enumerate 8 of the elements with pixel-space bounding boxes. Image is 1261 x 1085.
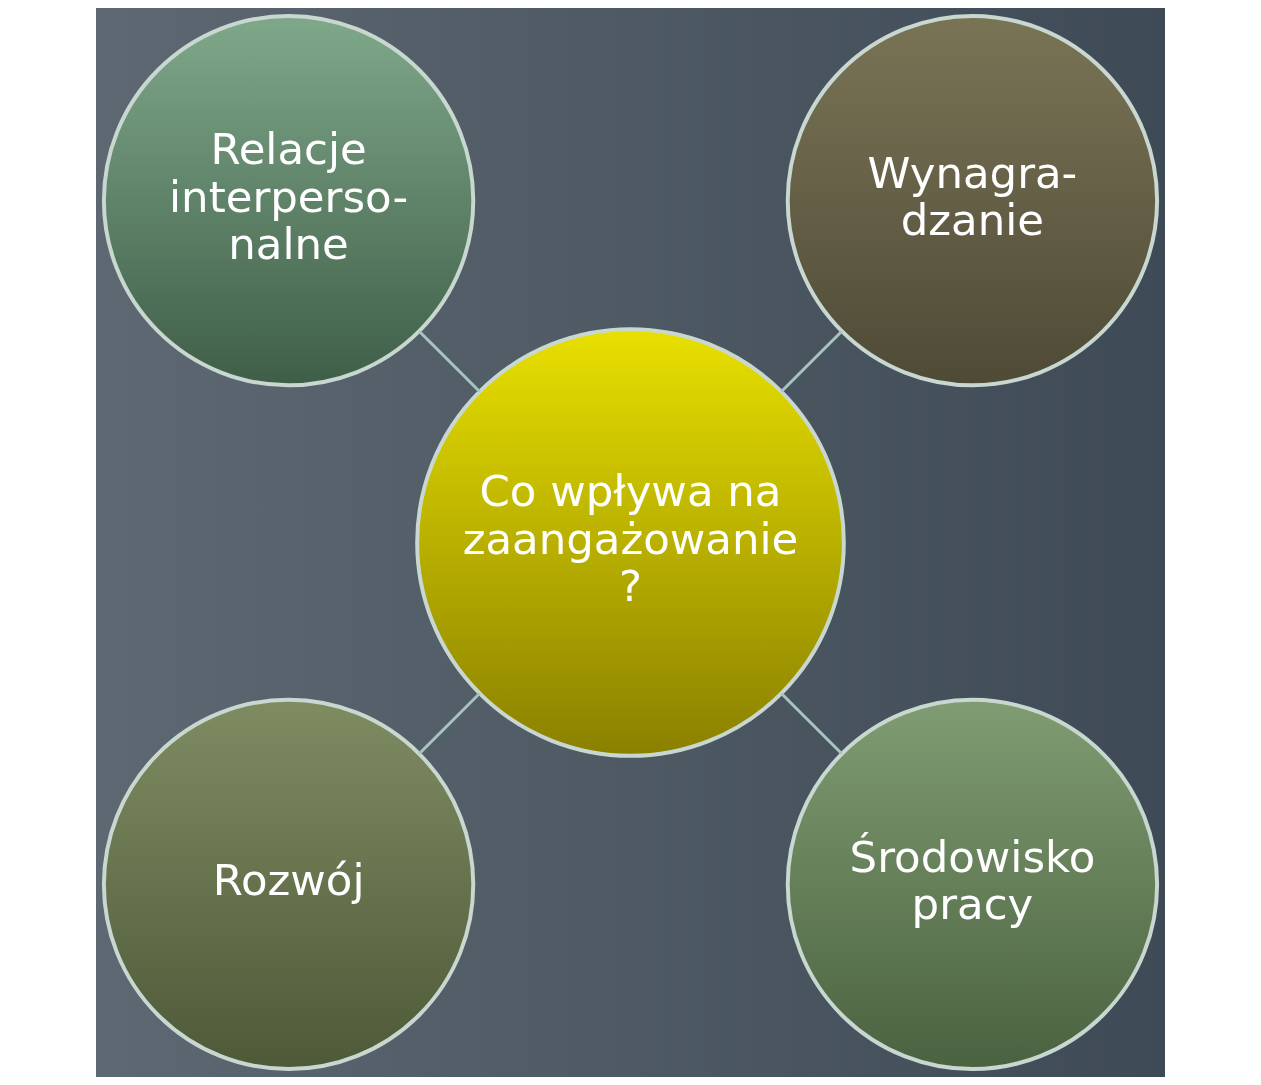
node-circle: Wynagra- dzanie [785, 13, 1160, 388]
connector [780, 692, 843, 755]
connector [780, 330, 843, 393]
node-circle: Rozwój [101, 697, 476, 1072]
connector [418, 692, 481, 755]
connector [418, 330, 481, 393]
node-circle: Środowisko pracy [785, 697, 1160, 1072]
node-circle: Relacje interperso- nalne [101, 13, 476, 388]
